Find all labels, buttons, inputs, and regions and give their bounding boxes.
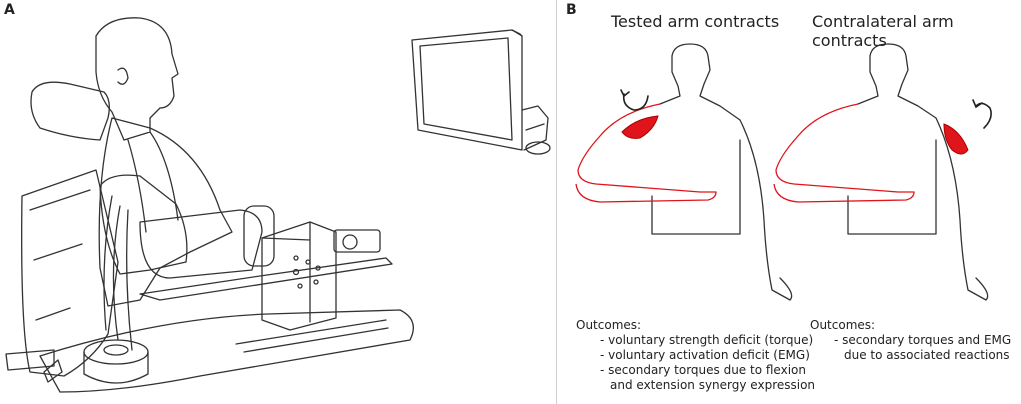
right-outcomes: Outcomes: - secondary torques and EMG du… [810, 318, 1011, 363]
right-tested-arm [773, 103, 915, 203]
wrist-cuff [243, 205, 275, 267]
left-rotation-arrow [622, 93, 649, 111]
left-deltoid-muscle [621, 115, 659, 139]
monitor [411, 29, 523, 151]
monitor-arm [521, 105, 549, 151]
forearm [139, 209, 263, 279]
left-tested-arm [575, 103, 717, 203]
arm-shelf [139, 257, 393, 301]
panel-divider [556, 0, 557, 404]
right-outcome-item: due to associated reactions [844, 348, 1010, 362]
panel-a-label: A [4, 2, 15, 18]
right-figure-head [869, 43, 937, 119]
panel-b-label: B [566, 2, 577, 18]
right-rotation-arrow [975, 102, 992, 129]
right-figure-torso [847, 117, 989, 301]
torso [98, 117, 233, 307]
left-outcome-item: - voluntary strength deficit (torque) [600, 333, 814, 347]
right-deltoid-muscle [943, 123, 969, 155]
left-heading: Tested arm contracts [611, 12, 780, 31]
left-figure-head [671, 43, 741, 121]
left-figure-torso [651, 119, 793, 301]
right-heading: Contralateral arm contracts [812, 12, 954, 50]
panel-a-illustration [5, 17, 551, 393]
headrest [30, 81, 110, 141]
left-outcome-item: - voluntary activation deficit (EMG) [600, 348, 810, 362]
head [95, 17, 179, 141]
side-device [333, 229, 381, 253]
left-outcome-item: - secondary torques due to flexion [600, 363, 806, 377]
left-outcome-item: and extension synergy expression [610, 378, 816, 392]
table [39, 309, 414, 393]
left-outcomes-title: Outcomes: [576, 318, 642, 332]
right-outcomes-title: Outcomes: [810, 318, 876, 332]
right-outcome-item: - secondary torques and EMG [834, 333, 1012, 347]
left-outcomes: Outcomes: - voluntary strength deficit (… [576, 318, 815, 393]
upper-arm [99, 174, 188, 275]
